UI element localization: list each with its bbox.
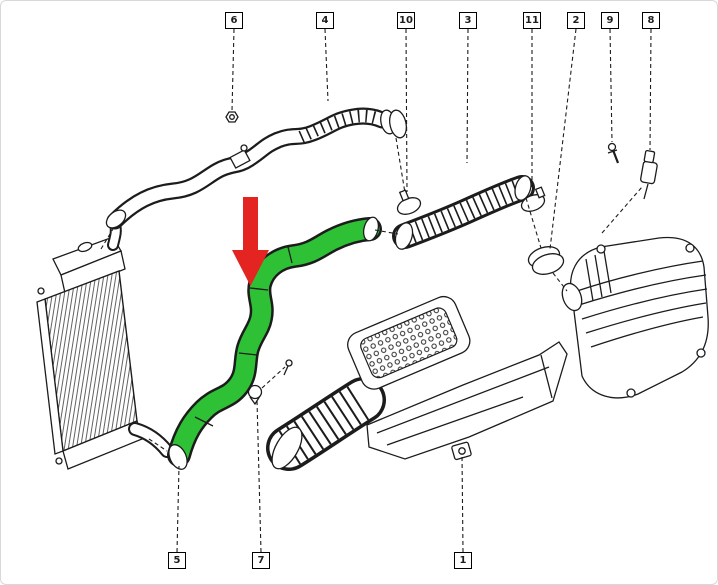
red-highlight-arrow bbox=[232, 197, 269, 286]
callout-2: 2 bbox=[567, 12, 585, 29]
callout-9: 9 bbox=[601, 12, 619, 29]
upper-intercooler-hose bbox=[105, 107, 407, 230]
assembly-dashed-lines bbox=[100, 137, 643, 452]
callout-7: 7 bbox=[252, 552, 270, 569]
leader-line-3 bbox=[466, 28, 469, 164]
leader-line-9 bbox=[609, 28, 613, 143]
callout-10: 10 bbox=[397, 12, 415, 29]
intercooler bbox=[36, 219, 174, 470]
leader-line-2 bbox=[549, 28, 577, 250]
leader-line-5 bbox=[176, 465, 180, 553]
leader-line-10 bbox=[405, 28, 408, 193]
grille-panel bbox=[347, 295, 471, 390]
air-intake-duct bbox=[266, 341, 568, 471]
leader-line-6 bbox=[231, 28, 235, 112]
callout-5: 5 bbox=[168, 552, 186, 569]
leader-line-8 bbox=[649, 28, 652, 151]
callout-11: 11 bbox=[523, 12, 541, 29]
leader-line-7 bbox=[256, 399, 262, 553]
sensor-part-8 bbox=[640, 149, 658, 200]
callout-1: 1 bbox=[454, 552, 472, 569]
screw-part-9 bbox=[607, 142, 620, 164]
hose-clamp-part-11 bbox=[520, 186, 546, 212]
callout-3: 3 bbox=[459, 12, 477, 29]
callout-4: 4 bbox=[316, 12, 334, 29]
callout-8: 8 bbox=[642, 12, 660, 29]
callout-6: 6 bbox=[225, 12, 243, 29]
hose-clamp-screw bbox=[229, 144, 251, 169]
leader-line-1 bbox=[461, 454, 464, 553]
leader-line-4 bbox=[324, 28, 329, 102]
leader-lines bbox=[176, 28, 652, 553]
highlighted-charge-hose bbox=[167, 216, 382, 470]
air-filter-housing bbox=[561, 236, 709, 399]
nut-part-6 bbox=[225, 111, 239, 123]
hose-clamp-part-10 bbox=[396, 189, 422, 215]
inlet-seal-part-2 bbox=[527, 246, 565, 275]
corrugated-air-hose bbox=[392, 175, 535, 250]
mounting-clip-part-7 bbox=[247, 359, 293, 406]
